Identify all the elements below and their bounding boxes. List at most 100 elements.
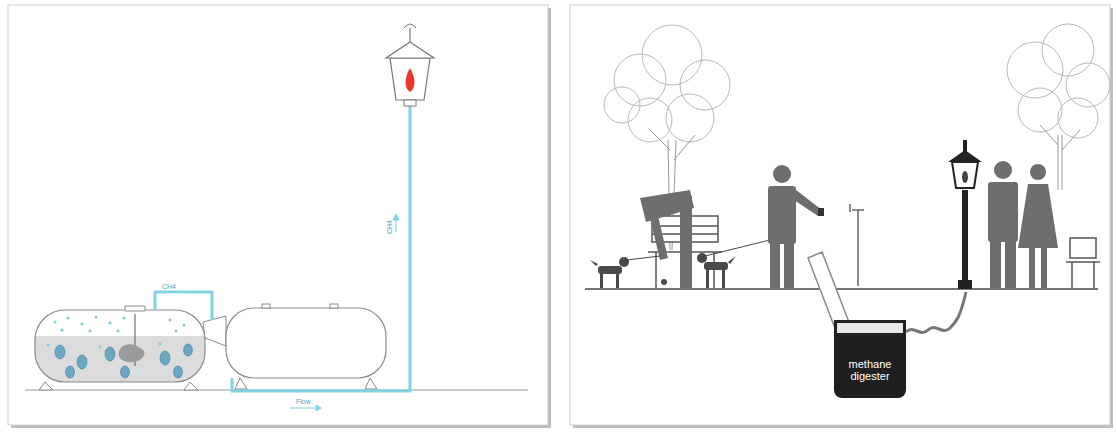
digester-tank xyxy=(30,306,210,390)
ground-line xyxy=(585,288,1098,290)
gas-lamp xyxy=(406,68,415,92)
tree xyxy=(642,25,702,85)
standing-person xyxy=(770,240,780,288)
bending-person xyxy=(650,216,668,260)
tree xyxy=(1040,125,1080,190)
dog xyxy=(728,256,736,264)
digester-tank xyxy=(116,329,119,332)
gas-pipe xyxy=(232,100,410,391)
digester-tank xyxy=(160,351,170,365)
gas-pipe xyxy=(155,100,410,391)
gas-pipe xyxy=(155,292,212,320)
digester-tank xyxy=(88,329,91,332)
digester-tank xyxy=(77,355,87,369)
flow-label: CH4 xyxy=(162,283,176,291)
digester-tank xyxy=(159,343,162,346)
dog xyxy=(616,272,619,288)
funnel xyxy=(203,316,226,346)
flow-arrow xyxy=(316,405,321,411)
digester-tank xyxy=(66,366,75,378)
ground-line xyxy=(585,289,1098,290)
standing-person xyxy=(784,240,794,288)
digester-tank xyxy=(122,316,125,319)
gas-pipe xyxy=(906,292,966,333)
digester-tank xyxy=(125,306,145,311)
sign-post xyxy=(852,209,864,211)
standing-person xyxy=(818,208,824,216)
tree xyxy=(680,60,730,110)
flow-arrow xyxy=(290,408,318,409)
digester-tank xyxy=(53,320,56,323)
gas-lamp xyxy=(404,24,416,28)
flow-arrow xyxy=(166,214,399,411)
gas-pipe xyxy=(906,292,966,333)
leash xyxy=(627,256,660,260)
sign-post xyxy=(849,204,851,212)
dog xyxy=(619,257,629,267)
bending-person xyxy=(640,190,694,288)
digester-tank xyxy=(60,328,63,331)
digester-tank xyxy=(121,366,130,378)
couple xyxy=(1018,184,1058,248)
tree xyxy=(1042,24,1094,76)
storage-tank xyxy=(226,304,386,389)
tree xyxy=(604,24,1110,250)
digester-tank xyxy=(99,346,102,349)
couple xyxy=(990,238,1001,288)
digester-tank xyxy=(94,315,97,318)
dog xyxy=(722,268,725,288)
bench xyxy=(1070,238,1096,258)
flow-arrow xyxy=(393,214,399,220)
dog xyxy=(697,253,707,263)
bench xyxy=(1071,262,1073,288)
standing-person xyxy=(773,165,791,183)
tree xyxy=(614,54,666,106)
waste-layer xyxy=(837,323,903,333)
couple xyxy=(1029,246,1035,288)
digester-tank xyxy=(35,336,205,382)
digester-tank xyxy=(55,344,193,378)
standing-person xyxy=(794,190,822,216)
dog xyxy=(590,260,598,266)
flow-label: Flow xyxy=(296,398,311,406)
sign-post xyxy=(850,204,864,286)
digester-box: methane digester xyxy=(834,320,906,398)
dog xyxy=(600,272,603,288)
storage-tank xyxy=(235,378,377,389)
digester-tank xyxy=(47,315,186,348)
leash xyxy=(627,240,770,260)
digester-tank xyxy=(55,345,65,359)
lamp-post xyxy=(952,162,978,188)
dog xyxy=(706,268,709,288)
panel-frames xyxy=(8,5,1113,428)
gas-lamp xyxy=(390,58,430,100)
node-label: methane digester xyxy=(834,358,906,398)
funnel xyxy=(203,316,226,346)
dog xyxy=(661,279,667,285)
couple xyxy=(994,161,1012,179)
couple xyxy=(1030,164,1046,180)
lamp-post xyxy=(962,190,968,288)
digester-tank xyxy=(184,344,193,356)
standing-person xyxy=(768,186,796,244)
tree xyxy=(666,94,714,142)
couple xyxy=(988,161,1058,288)
storage-tank xyxy=(262,304,270,308)
flow-label: CH4 xyxy=(386,220,394,234)
couple xyxy=(1005,238,1016,288)
digester-tank xyxy=(174,329,177,332)
sign-post xyxy=(857,210,859,286)
gas-lamp xyxy=(386,42,434,58)
tree xyxy=(604,87,640,123)
digester-tank xyxy=(174,366,183,378)
digester-tank xyxy=(35,310,205,382)
digester-tank xyxy=(182,323,185,326)
digester-tank xyxy=(105,347,115,361)
bench xyxy=(1066,261,1100,263)
digester-tank xyxy=(119,344,145,362)
bending-person xyxy=(680,196,692,288)
digester-tank xyxy=(47,344,50,347)
lamp-post xyxy=(948,140,982,289)
